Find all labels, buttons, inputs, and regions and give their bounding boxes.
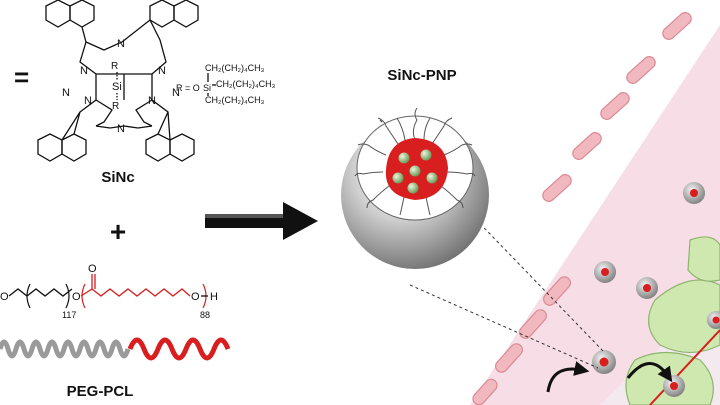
svg-text:N: N: [158, 65, 166, 77]
peg-pcl-name: PEG-PCL: [67, 383, 134, 400]
vessel-wall-lower: [472, 276, 571, 405]
svg-text:N: N: [117, 123, 125, 135]
svg-text:Si: Si: [203, 83, 211, 93]
svg-text:N: N: [80, 65, 88, 77]
sinc-name: SiNc: [101, 169, 134, 186]
zoom-line-bottom: [409, 284, 599, 369]
peg-block: [0, 339, 131, 359]
peg-brush: [354, 107, 476, 216]
nanoparticle: [341, 107, 489, 269]
mini-nanoparticle: [683, 182, 705, 204]
svg-text:CH₂(CH₂)₄CH₃: CH₂(CH₂)₄CH₃: [205, 63, 265, 73]
pcl-block: [127, 337, 231, 361]
plus-sign: +: [110, 216, 126, 247]
r-label-top: R: [111, 61, 118, 72]
svg-text:N: N: [62, 87, 70, 99]
svg-text:117: 117: [62, 310, 76, 320]
sinc-payload: [392, 149, 438, 194]
si-atom-label: Si: [112, 81, 122, 93]
nitrogen-labels: N N N N N N N N: [62, 38, 180, 135]
svg-text:N: N: [84, 95, 92, 107]
svg-text:N: N: [172, 87, 180, 99]
formulation-arrow: [205, 202, 318, 240]
svg-text:CH₂(CH₂)₄CH₃: CH₂(CH₂)₄CH₃: [205, 95, 265, 105]
r-label-bottom: R: [112, 101, 119, 112]
svg-text:N: N: [117, 38, 125, 50]
svg-text:88: 88: [200, 310, 210, 320]
svg-text:H: H: [210, 291, 218, 303]
mini-nanoparticle: [592, 350, 616, 374]
svg-text:O: O: [191, 291, 200, 303]
mini-nanoparticle: [636, 277, 658, 299]
nanoparticle-label: SiNc-PNP: [387, 67, 456, 84]
svg-text:N: N: [148, 95, 156, 107]
extravasation-arrow-right: [626, 362, 673, 383]
mini-nanoparticle: [663, 375, 685, 397]
equals-sign: =: [14, 62, 29, 92]
mini-nanoparticle: [594, 261, 616, 283]
r-group-definition: CH₂(CH₂)₄CH₃ R = O Si CH₂(CH₂)₄CH₃ CH₂(C…: [176, 63, 276, 105]
vessel-wall-upper: [542, 12, 692, 202]
mini-nanoparticle: [707, 311, 720, 329]
vessel-scene: [470, 12, 720, 405]
svg-text:O: O: [88, 263, 97, 275]
mini-nanoparticles: [592, 182, 720, 397]
peg-pcl-cartoon: [0, 337, 231, 361]
red-fiber: [649, 329, 720, 405]
extravasation-arrow-left: [546, 361, 590, 393]
svg-text:O: O: [72, 291, 81, 303]
svg-text:O: O: [0, 291, 9, 303]
svg-text:R = O: R = O: [176, 83, 200, 93]
peg-pcl-formula: O O 117 O O H 88: [0, 263, 218, 320]
svg-text:CH₂(CH₂)₄CH₃: CH₂(CH₂)₄CH₃: [216, 79, 276, 89]
sinc-structure: N N N N N N N N R Si R: [37, 0, 199, 162]
